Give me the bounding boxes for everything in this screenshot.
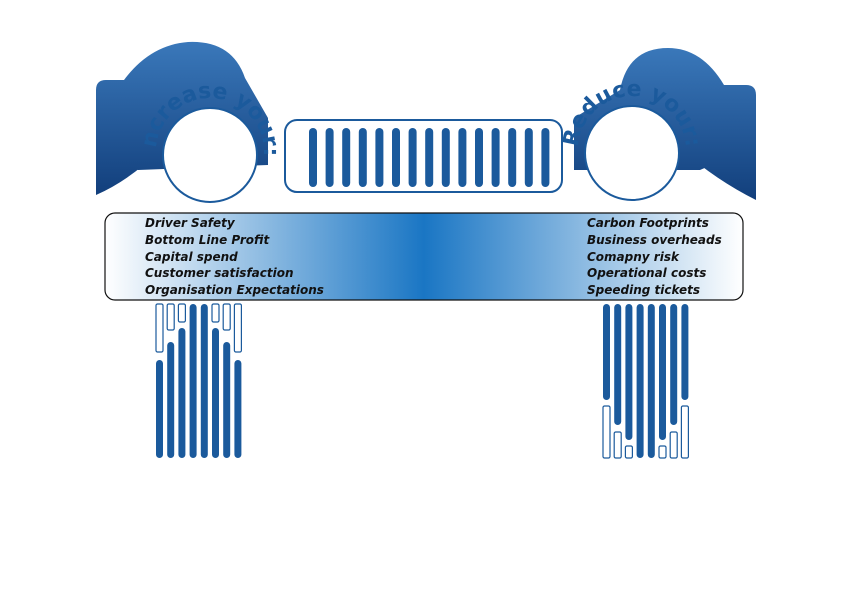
grille-slat — [358, 128, 367, 187]
grille-slat — [541, 128, 550, 187]
grille-slat — [325, 128, 334, 187]
tyre-tread — [681, 304, 689, 400]
tyre-tread — [647, 304, 655, 458]
list-item: Customer satisfaction — [145, 266, 294, 281]
grille-slat — [458, 128, 467, 187]
right-headlight — [584, 105, 680, 201]
grille-slat — [475, 128, 483, 187]
tyre-tread — [189, 304, 197, 458]
grille-slat — [309, 128, 317, 187]
tyre-tread — [156, 360, 163, 458]
left-tyre-treads — [155, 303, 242, 458]
grille-slat — [491, 128, 500, 187]
tyre-tread — [166, 303, 175, 331]
tyre-tread — [222, 303, 231, 331]
tyre-tread — [223, 342, 231, 458]
list-item: Comapny risk — [587, 249, 679, 264]
bumper-band — [104, 212, 744, 301]
tyre-tread — [680, 405, 690, 459]
grille-slat — [342, 128, 351, 187]
list-item: Bottom Line Profit — [145, 232, 270, 247]
tyre-tread — [670, 304, 678, 425]
tyre-tread — [233, 303, 242, 353]
tyre-tread — [603, 304, 610, 400]
list-item: Operational costs — [587, 266, 707, 281]
tyre-tread — [200, 304, 208, 458]
tyre-tread — [636, 304, 644, 458]
tyre-tread — [669, 431, 678, 459]
grille-slat — [425, 128, 434, 187]
tyre-tread — [602, 405, 611, 459]
tyre-tread — [624, 445, 634, 459]
list-item: Carbon Footprints — [587, 216, 709, 230]
grille-slats — [309, 128, 550, 187]
list-item: Business overheads — [587, 232, 722, 247]
grille-slat — [508, 128, 517, 187]
tyre-tread — [212, 328, 219, 458]
list-item: Driver Safety — [145, 216, 235, 230]
grille-slat — [375, 128, 384, 187]
tyre-tread — [211, 303, 220, 323]
tyre-tread — [658, 445, 667, 459]
tyre-tread — [659, 304, 666, 440]
tyre-tread — [234, 360, 242, 458]
tyre-tread — [167, 342, 175, 458]
list-item: Capital spend — [145, 249, 238, 264]
tyre-tread — [625, 304, 633, 440]
tyre-tread — [155, 303, 164, 353]
tyre-tread — [177, 303, 186, 323]
list-item: Organisation Expectations — [145, 283, 324, 298]
grille-slat — [392, 128, 400, 187]
grille-slat — [524, 128, 533, 187]
left-headlight — [162, 107, 258, 203]
grille-slat — [441, 128, 450, 187]
tyre-tread — [613, 431, 622, 459]
tyre-tread — [614, 304, 622, 425]
tyre-tread — [178, 328, 186, 458]
grille-slat — [408, 128, 417, 187]
right-tyre-treads — [602, 304, 690, 459]
list-item: Speeding tickets — [587, 283, 701, 298]
